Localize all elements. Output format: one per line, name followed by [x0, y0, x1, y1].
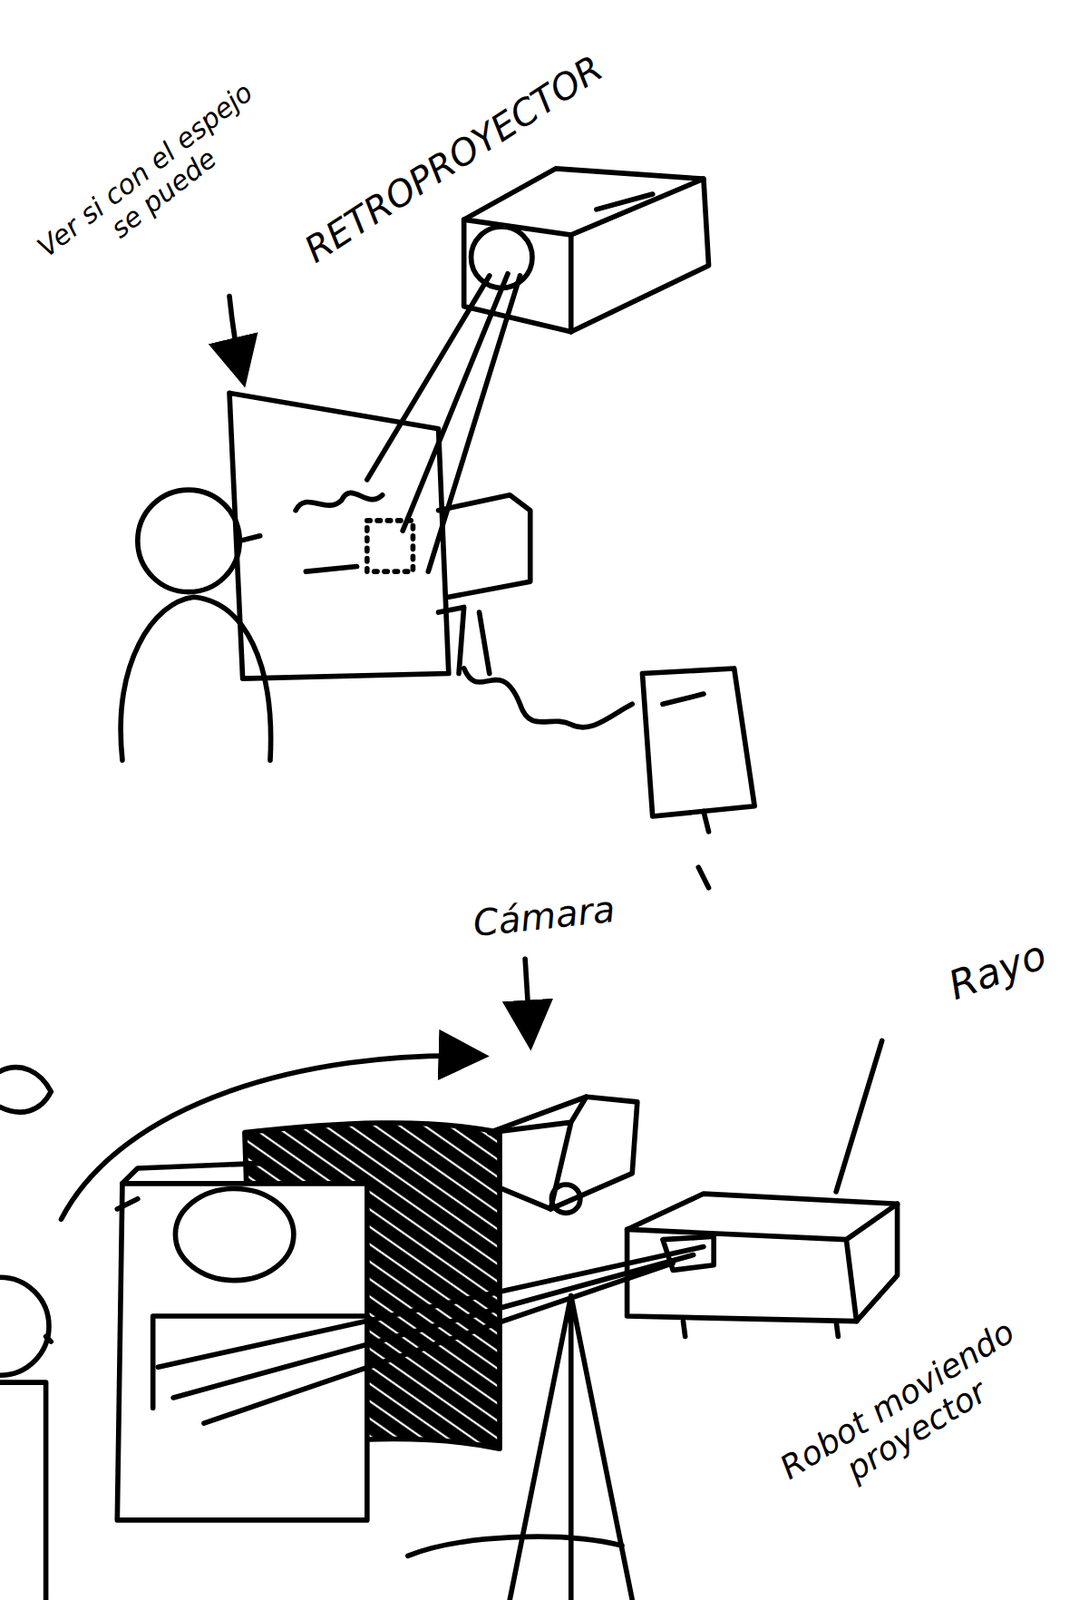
cable	[464, 668, 633, 728]
person-body	[0, 1381, 47, 1600]
tripod	[509, 1295, 633, 1600]
label-arrow	[525, 958, 531, 1041]
handwritten-note: Robot moviendo proyector	[772, 1312, 1041, 1517]
annotation-arrow	[229, 295, 244, 378]
rear-box	[438, 495, 531, 597]
floor-arc	[408, 1536, 623, 1556]
projector-beam	[157, 1246, 704, 1424]
projection-screen	[229, 392, 449, 679]
person-head	[0, 1276, 49, 1375]
leader-line	[836, 1040, 883, 1191]
handwritten-note: Ver si con el espejo se puede	[28, 74, 280, 290]
monitor	[641, 668, 755, 817]
person-head	[137, 489, 240, 592]
handwritten-note: RETROPROYECTOR	[229, 3, 678, 314]
projector-box	[464, 168, 710, 332]
eye-symbol	[0, 1067, 51, 1112]
cable	[698, 810, 709, 887]
viewer-box	[116, 1162, 368, 1520]
person-body	[120, 596, 271, 760]
handwritten-note: Rayo	[922, 924, 1074, 1016]
handwritten-note: Cámara	[442, 885, 645, 947]
camera-box	[489, 1096, 638, 1213]
